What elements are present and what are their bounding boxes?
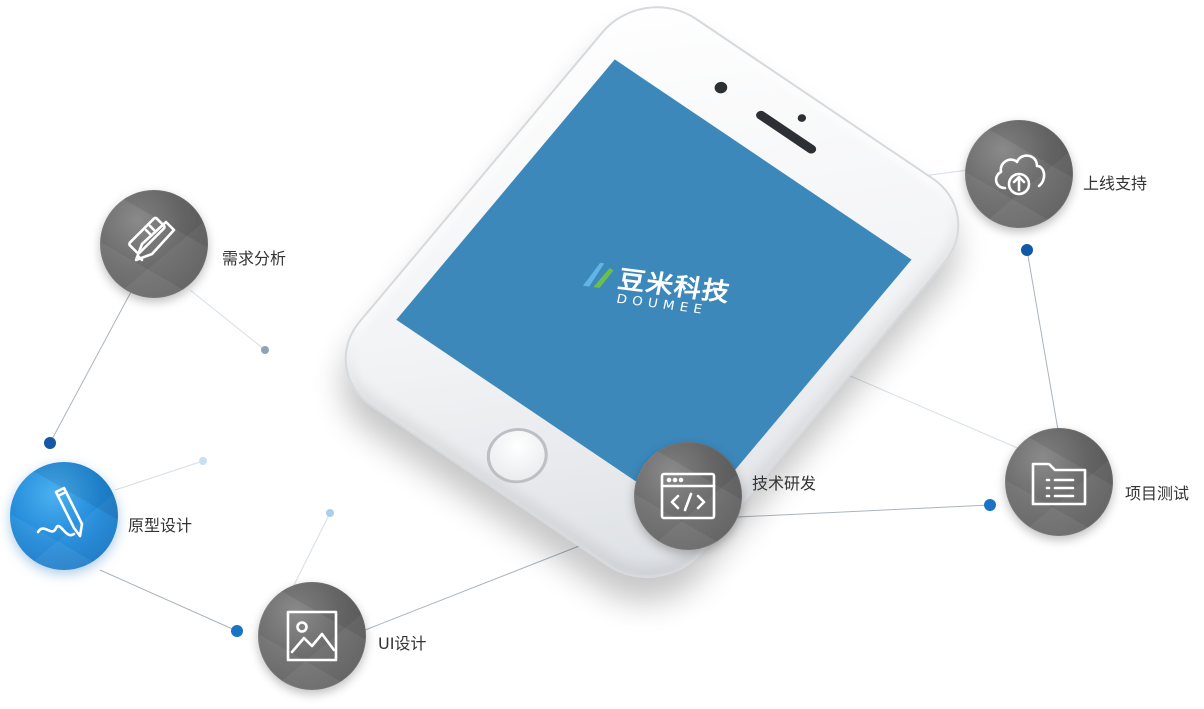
brand-mark-icon	[582, 262, 614, 288]
connector-dot	[44, 437, 56, 449]
ruler-pencil-icon	[128, 216, 176, 262]
connector-line	[737, 504, 991, 518]
cloud-upload-icon	[994, 154, 1046, 196]
code-window-icon	[660, 472, 716, 520]
connector-dot	[1021, 244, 1033, 256]
connector-dot-small	[199, 457, 207, 465]
phone-speaker	[754, 109, 819, 156]
smartphone-mockup: 豆米科技 DOUMEE	[317, 0, 987, 602]
connector-line	[49, 289, 133, 444]
phone-camera	[712, 79, 730, 96]
image-icon	[286, 610, 338, 662]
phone-screen: 豆米科技 DOUMEE	[396, 59, 912, 520]
folder-list-icon	[1031, 462, 1087, 506]
connector-dot-small	[261, 346, 269, 354]
connector-dot-small	[326, 509, 334, 517]
step-node-testing[interactable]	[1005, 428, 1113, 536]
step-node-prototype[interactable]	[10, 462, 118, 570]
connector-line-faint	[114, 460, 204, 491]
connector-line	[1026, 249, 1059, 431]
step-label-requirements: 需求分析	[222, 249, 287, 268]
connector-line-faint	[189, 289, 266, 351]
step-label-launch-support: 上线支持	[1083, 174, 1148, 193]
connector-line	[99, 569, 238, 632]
step-node-ui-design[interactable]	[258, 582, 366, 690]
phone-sensor	[795, 112, 808, 124]
step-label-ui-design: UI设计	[378, 634, 427, 653]
step-label-testing: 项目测试	[1125, 484, 1190, 503]
connector-line-faint	[293, 512, 331, 586]
connector-line	[359, 529, 621, 633]
brand-logo: 豆米科技 DOUMEE	[576, 253, 733, 328]
connector-dot	[231, 625, 243, 637]
pencil-draw-icon	[36, 486, 84, 538]
step-node-launch-support[interactable]	[965, 120, 1073, 228]
step-label-development: 技术研发	[752, 474, 817, 493]
connector-dot	[984, 499, 996, 511]
step-node-requirements[interactable]	[100, 190, 208, 298]
step-label-prototype: 原型设计	[128, 516, 193, 535]
step-node-development[interactable]	[634, 442, 742, 550]
home-button	[474, 417, 561, 495]
